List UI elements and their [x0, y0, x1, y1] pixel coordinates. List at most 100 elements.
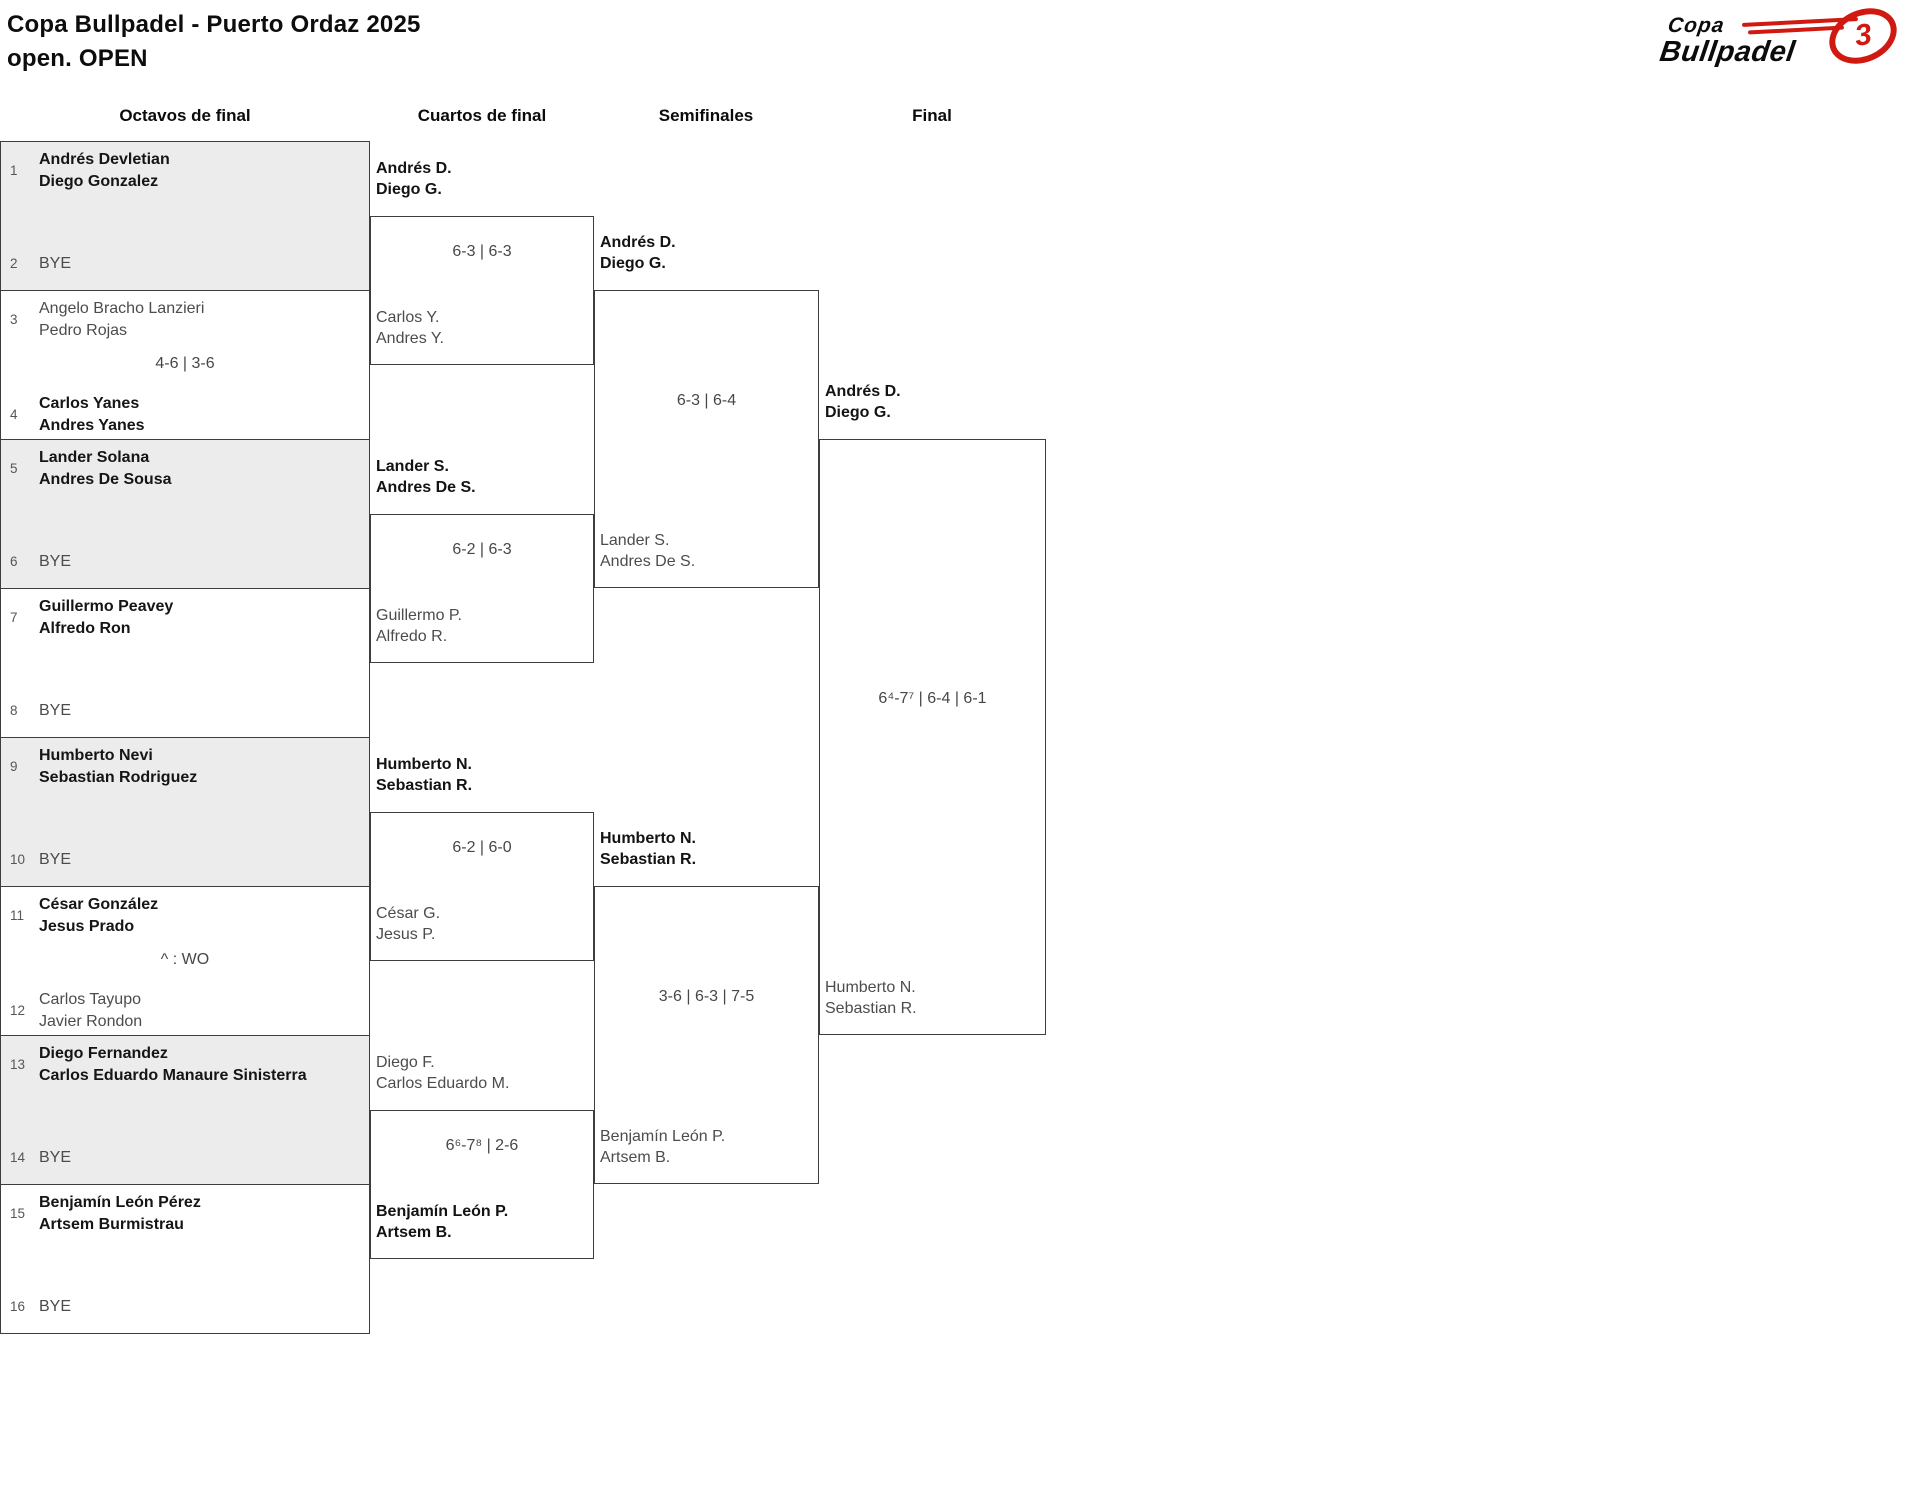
team-name-line: Diego G. — [376, 181, 442, 198]
seed-number: 11 — [10, 908, 25, 923]
sf1-score: 6-3 | 6-4 — [676, 392, 737, 409]
page-title: Copa Bullpadel - Puerto Ordaz 2025 — [7, 11, 421, 38]
team-name-line: Sebastian R. — [600, 851, 697, 868]
team-entry: 2 BYE — [10, 253, 71, 275]
team-name-line: Andrés Devletian — [39, 151, 170, 168]
team-name-line: Artsem Burmistrau — [39, 1215, 184, 1233]
team-name-line: Lander S. — [600, 532, 670, 549]
seed-number: 15 — [10, 1206, 26, 1221]
round-header-final: Final — [912, 106, 952, 125]
team-names: Diego Fernandez Carlos Eduardo Manaure S… — [39, 1043, 307, 1086]
seed-number: 4 — [10, 407, 18, 422]
sf2-loser: Benjamín León P. Artsem B. — [600, 1126, 725, 1168]
sf2-score: 3-6 | 6-3 | 7-5 — [658, 988, 755, 1005]
seed-number: 10 — [10, 852, 26, 868]
team-name-line: Javier Rondon — [39, 1012, 143, 1030]
team-entry: 16 BYE — [10, 1296, 71, 1318]
team-name-line: Artsem B. — [376, 1224, 452, 1241]
r16-match-6: 11 César González Jesus Prado ^ : WO 12 … — [0, 886, 370, 1036]
team-names: BYE — [39, 551, 71, 573]
team-name-line: César González — [39, 896, 159, 913]
team-name-line: BYE — [39, 851, 72, 868]
round-header-semifinales: Semifinales — [658, 106, 754, 125]
qf1-winner: Andrés D. Diego G. — [376, 158, 452, 200]
team-name-line: Humberto Nevi — [39, 747, 153, 764]
team-name-line: Guillermo Peavey — [39, 598, 174, 615]
team-name-line: Andrés D. — [376, 160, 452, 177]
team-name-line: BYE — [39, 1298, 72, 1315]
page-subtitle: open. OPEN — [7, 45, 148, 72]
team-names: BYE — [39, 700, 71, 722]
qf3-score: 6-2 | 6-0 — [452, 839, 512, 856]
qf2-loser: Guillermo P. Alfredo R. — [376, 605, 462, 647]
team-name-line: Andres Yanes — [39, 416, 145, 434]
team-name-line: BYE — [39, 702, 72, 719]
qf1-loser: Carlos Y. Andres Y. — [376, 307, 444, 349]
r16-match-2: 3 Angelo Bracho Lanzieri Pedro Rojas 4-6… — [0, 290, 370, 440]
team-name-line: Alfredo R. — [376, 628, 448, 645]
team-names: BYE — [39, 1296, 71, 1318]
team-name-line: BYE — [39, 1149, 72, 1166]
team-name-line: Carlos Tayupo — [39, 991, 141, 1008]
team-name-line: Jesus Prado — [39, 917, 135, 935]
team-name-line: Sebastian R. — [825, 1000, 917, 1017]
team-name-line: Sebastian R. — [376, 777, 473, 794]
team-names: Carlos Yanes Andres Yanes — [39, 393, 145, 436]
qf4-winner: Benjamín León P. Artsem B. — [376, 1201, 508, 1243]
seed-number: 14 — [10, 1150, 26, 1166]
qf4-loser: Diego F. Carlos Eduardo M. — [376, 1052, 509, 1094]
team-names: Angelo Bracho Lanzieri Pedro Rojas — [39, 298, 204, 341]
team-name-line: Andres De S. — [600, 553, 696, 570]
seed-number: 12 — [10, 1003, 26, 1018]
team-entry: 14 BYE — [10, 1147, 71, 1169]
team-entry: 8 BYE — [10, 700, 71, 722]
team-name-line: Andres De S. — [376, 479, 476, 496]
qf4-score: 6⁶-7⁸ | 2-6 — [445, 1137, 519, 1154]
team-names: César González Jesus Prado — [39, 894, 158, 937]
match-score: 4-6 | 3-6 — [155, 355, 215, 372]
team-entry: 13 Diego Fernandez Carlos Eduardo Manaur… — [10, 1043, 307, 1086]
team-name-line: Diego Gonzalez — [39, 172, 159, 190]
page-title-block: Copa Bullpadel - Puerto Ordaz 2025 open.… — [7, 8, 421, 76]
team-name-line: Andres Y. — [376, 330, 444, 347]
team-names: BYE — [39, 849, 71, 871]
team-name-line: Diego G. — [825, 404, 891, 421]
r16-match-8: 15 Benjamín León Pérez Artsem Burmistrau… — [0, 1184, 370, 1334]
r16-match-7: 13 Diego Fernandez Carlos Eduardo Manaur… — [0, 1035, 370, 1185]
sf2-box — [594, 886, 819, 1184]
team-name-line: Carlos Eduardo Manaure Sinisterra — [39, 1066, 307, 1084]
team-names: Carlos Tayupo Javier Rondon — [39, 989, 142, 1032]
team-entry: 11 César González Jesus Prado — [10, 894, 158, 937]
team-name-line: Diego Fernandez — [39, 1045, 168, 1062]
team-name-line: Carlos Eduardo M. — [376, 1075, 510, 1092]
team-name-line: BYE — [39, 553, 72, 570]
team-names: Guillermo Peavey Alfredo Ron — [39, 596, 173, 639]
team-name-line: Humberto N. — [825, 979, 916, 996]
team-names: BYE — [39, 1147, 71, 1169]
bullpadel-b-glyph: 3 — [1852, 18, 1874, 54]
team-entry: 15 Benjamín León Pérez Artsem Burmistrau — [10, 1192, 201, 1235]
sf1-loser: Lander S. Andres De S. — [600, 530, 695, 572]
team-entry: 4 Carlos Yanes Andres Yanes — [10, 393, 145, 436]
team-name-line: Jesus P. — [376, 926, 436, 943]
r16-match-3: 5 Lander Solana Andres De Sousa 6 BYE — [0, 439, 370, 589]
team-name-line: César G. — [376, 905, 441, 922]
qf4-box — [370, 1110, 594, 1259]
team-entry: 1 Andrés Devletian Diego Gonzalez — [10, 149, 170, 192]
team-name-line: BYE — [39, 255, 72, 272]
qf2-box — [370, 514, 594, 663]
team-name-line: Carlos Yanes — [39, 395, 140, 412]
qf1-box — [370, 216, 594, 365]
team-name-line: Diego F. — [376, 1054, 435, 1071]
seed-number: 2 — [10, 256, 18, 272]
team-entry: 9 Humberto Nevi Sebastian Rodriguez — [10, 745, 197, 788]
team-entry: 3 Angelo Bracho Lanzieri Pedro Rojas — [10, 298, 204, 341]
team-name-line: Lander Solana — [39, 449, 150, 466]
seed-number: 7 — [10, 610, 18, 625]
qf2-winner: Lander S. Andres De S. — [376, 456, 476, 498]
team-entry: 5 Lander Solana Andres De Sousa — [10, 447, 171, 490]
qf3-box — [370, 812, 594, 961]
team-name-line: Angelo Bracho Lanzieri — [39, 300, 205, 317]
seed-number: 3 — [10, 312, 18, 327]
sf1-winner: Andrés D. Diego G. — [600, 232, 676, 274]
